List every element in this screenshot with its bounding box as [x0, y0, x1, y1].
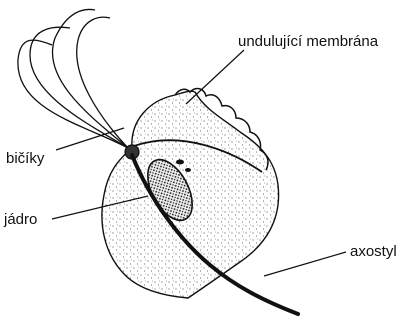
label-axostyle: axostyl — [350, 244, 397, 259]
label-nucleus: jádro — [4, 212, 37, 227]
label-flagella: bičíky — [6, 151, 44, 166]
flagella — [18, 9, 128, 148]
label-undulating-membrane: undulující membrána — [238, 34, 378, 49]
